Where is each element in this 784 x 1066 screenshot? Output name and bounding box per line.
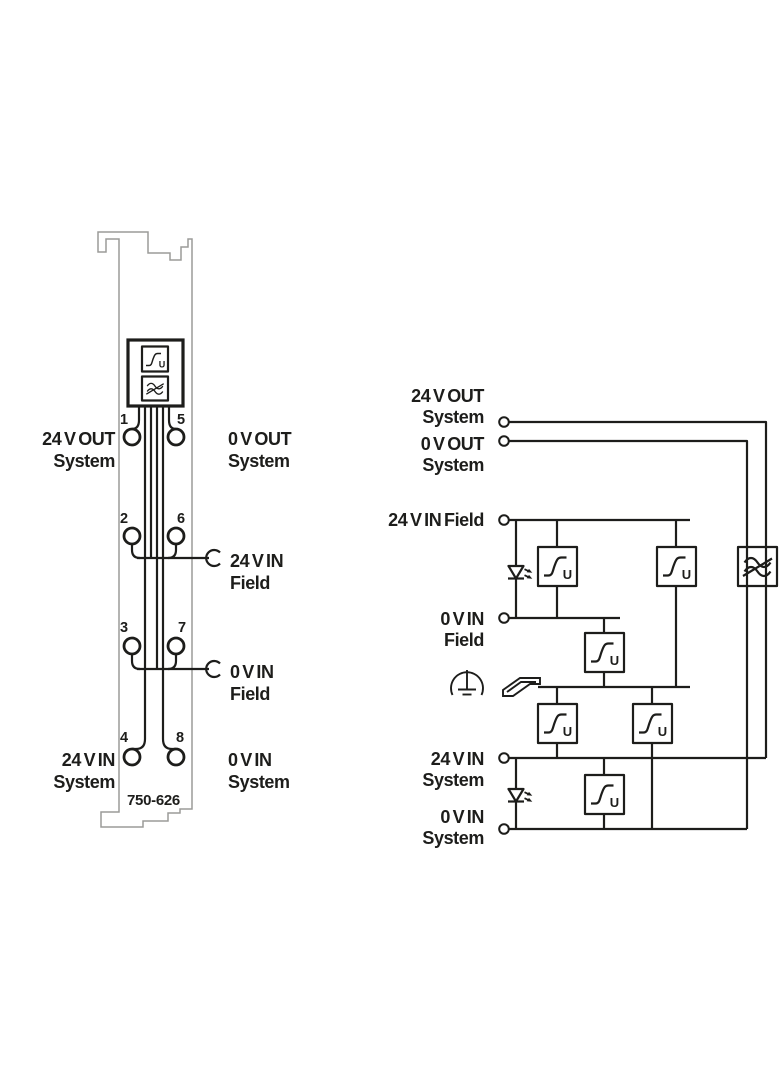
terminal-number-2: 2 (120, 511, 128, 527)
circuit-schematic: 24 V OUT System 0 V OUT System 24 V IN F… (388, 386, 779, 848)
schematic-wires (508, 420, 768, 831)
terminal-circle-5 (166, 427, 186, 447)
terminal-circle-4 (122, 747, 142, 767)
led-icon (506, 787, 534, 803)
terminal-circle-3 (122, 636, 142, 656)
schematic-terminal (498, 752, 510, 764)
terminal-number-3: 3 (120, 620, 128, 636)
sch-label-0v-in-field-line2: Field (444, 630, 484, 650)
surge-limiter-icon (140, 345, 170, 373)
module-label-24v-out-line2: System (53, 451, 115, 471)
u-symbol-label-small: U (159, 360, 166, 370)
socket-connector-icon (205, 659, 221, 679)
surge-limiter-icon (657, 547, 696, 586)
sch-label-24v-in-field: 24 V IN Field (388, 510, 484, 530)
schematic-terminal (498, 612, 510, 624)
schematic-terminal (498, 435, 510, 447)
surge-limiter-icon (538, 704, 577, 743)
emc-filter-icon (736, 545, 779, 588)
terminal-number-5: 5 (177, 412, 185, 428)
socket-connector-icon (205, 548, 221, 568)
surge-limiter-icon (585, 633, 624, 672)
schematic-terminal (498, 514, 510, 526)
module-label-0v-in-system-line2: System (228, 772, 290, 792)
sch-label-0v-out-line1: 0 V OUT (421, 434, 485, 454)
component-block (126, 338, 185, 408)
module-label-24v-in-field-line2: Field (230, 573, 270, 593)
sch-label-24v-out-line1: 24 V OUT (411, 386, 484, 406)
module-housing-outline (97, 231, 193, 828)
sch-label-0v-in-system-line2: System (422, 828, 484, 848)
terminal-circle-8 (166, 747, 186, 767)
sch-label-24v-out-line2: System (422, 407, 484, 427)
terminal-circle-1 (122, 427, 142, 447)
terminal-circle-7 (166, 636, 186, 656)
terminal-circle-2 (122, 526, 142, 546)
module-bus-wires (130, 406, 209, 751)
module-label-0v-out-line1: 0 V OUT (228, 429, 292, 449)
part-number-label: 750-626 (127, 792, 180, 809)
module-label-24v-out-line1: 24 V OUT (42, 429, 115, 449)
terminal-number-1: 1 (120, 412, 128, 428)
sch-label-0v-out-line2: System (422, 455, 484, 475)
terminal-circles (122, 427, 186, 767)
led-icon (506, 564, 534, 580)
terminal-number-4: 4 (120, 730, 128, 746)
terminal-number-8: 8 (176, 730, 184, 746)
sch-label-0v-in-field-line1: 0 V IN (440, 609, 484, 629)
sch-label-0v-in-system-line1: 0 V IN (440, 807, 484, 827)
module-label-0v-in-system-line1: 0 V IN (228, 750, 272, 770)
module-label-24v-in-field-line1: 24 V IN (230, 551, 283, 571)
schematic-terminal (498, 416, 510, 428)
sch-label-24v-in-system-line2: System (422, 770, 484, 790)
sch-label-24v-in-system-line1: 24 V IN (431, 749, 484, 769)
terminal-number-7: 7 (178, 620, 186, 636)
terminal-number-6: 6 (177, 511, 185, 527)
din-rail-icon (502, 677, 541, 697)
terminal-circle-6 (166, 526, 186, 546)
module-label-0v-in-field-line2: Field (230, 684, 270, 704)
surge-limiter-icon (585, 775, 624, 814)
module-label-0v-in-field-line1: 0 V IN (230, 662, 274, 682)
earth-ground-icon (450, 670, 484, 696)
module-label-0v-out-line2: System (228, 451, 290, 471)
io-module-drawing: U (42, 231, 292, 828)
module-label-24v-in-system-line2: System (53, 772, 115, 792)
surge-limiter-icon (633, 704, 672, 743)
schematic-terminal (498, 823, 510, 835)
module-label-24v-in-system-line1: 24 V IN (62, 750, 115, 770)
surge-limiter-icon (538, 547, 577, 586)
emc-filter-icon (140, 375, 170, 402)
